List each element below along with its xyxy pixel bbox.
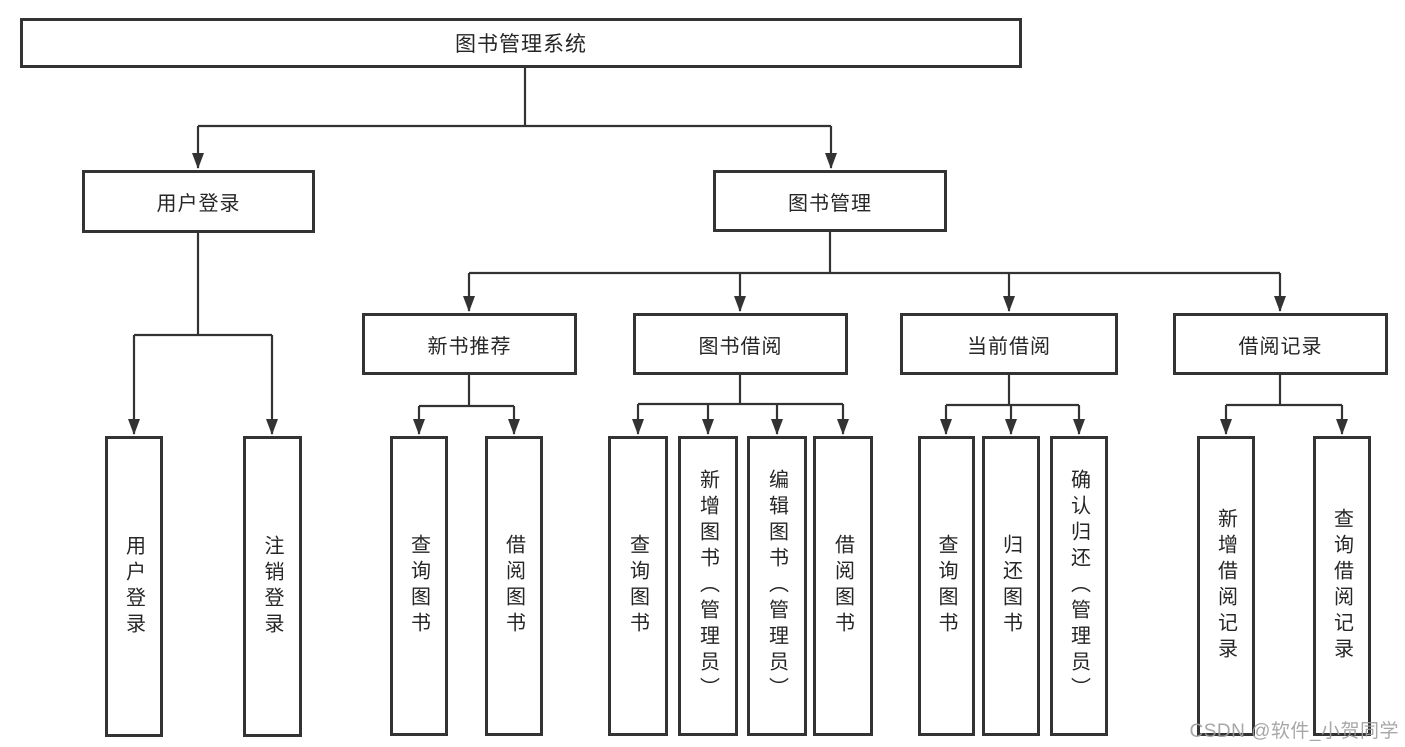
leaf-logout: 注销登录 — [243, 436, 302, 737]
leaf-newbook-borrow-books: 借阅图书 — [485, 436, 543, 736]
node-book-borrow: 图书借阅 — [633, 313, 848, 375]
csdn-watermark: CSDN @软件_小贺同学 — [1189, 721, 1399, 742]
leaf-borrow-edit-books-admin: 编辑图书（管理员） — [747, 436, 807, 736]
leaf-records-query-record: 查询借阅记录 — [1313, 436, 1371, 736]
leaf-borrow-add-books-admin: 新增图书（管理员） — [678, 436, 738, 736]
node-current-borrow: 当前借阅 — [900, 313, 1118, 375]
leaf-current-query-books: 查询图书 — [918, 436, 975, 736]
leaf-borrow-query-books: 查询图书 — [608, 436, 668, 736]
leaf-records-add-record: 新增借阅记录 — [1197, 436, 1255, 736]
leaf-current-return-books: 归还图书 — [982, 436, 1040, 736]
leaf-newbook-query-books: 查询图书 — [390, 436, 448, 736]
leaf-current-confirm-return-admin: 确认归还（管理员） — [1050, 436, 1108, 736]
node-user-login-group: 用户登录 — [82, 170, 315, 233]
node-new-book-recommend: 新书推荐 — [362, 313, 577, 375]
node-book-management: 图书管理 — [713, 170, 947, 232]
leaf-user-login: 用户登录 — [105, 436, 163, 737]
node-borrow-records: 借阅记录 — [1173, 313, 1388, 375]
leaf-borrow-borrow-books: 借阅图书 — [813, 436, 873, 736]
node-root: 图书管理系统 — [20, 18, 1022, 68]
